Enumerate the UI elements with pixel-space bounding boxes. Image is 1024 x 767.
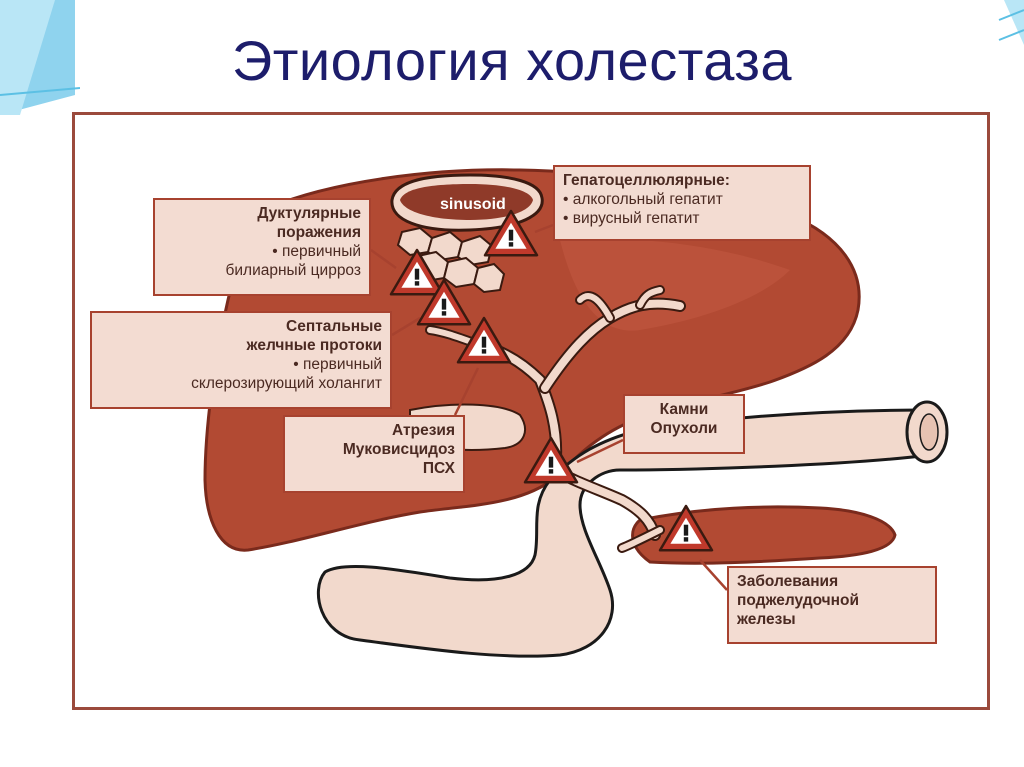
callout-ductular-heading: Дуктулярные <box>257 205 361 222</box>
callout-atresia-line: Муковисцидоз <box>342 441 455 458</box>
sinusoid-label: sinusoid <box>440 196 506 213</box>
intestine-lumen <box>919 413 939 451</box>
callout-pancreas: Заболевания поджелудочной железы <box>727 566 937 644</box>
leader-stones <box>576 438 624 464</box>
warning-triangle-icon <box>483 209 539 257</box>
callout-ductular-item: • первичный <box>272 243 361 260</box>
callout-septal-heading: желчные протоки <box>246 337 382 354</box>
intestine-tube <box>316 408 947 658</box>
callout-atresia: Атрезия Муковисцидоз ПСХ <box>283 415 465 493</box>
leader-septal <box>391 316 421 337</box>
warning-triangle-icon <box>416 278 472 326</box>
callout-atresia-line: ПСХ <box>422 460 455 477</box>
warning-triangle-icon <box>523 436 579 484</box>
warning-markers <box>389 209 714 552</box>
leader-hepatocellular <box>534 223 554 234</box>
callout-ductular-item: билиарный цирроз <box>225 262 361 279</box>
callout-ductular-heading: поражения <box>276 224 361 241</box>
callout-hepatocellular-heading: Гепатоцеллюлярные: <box>563 172 730 189</box>
callout-hepatocellular-item: • вирусный гепатит <box>563 210 700 227</box>
corner-decoration-left <box>0 0 80 115</box>
callout-pancreas-line: поджелудочной <box>737 592 860 609</box>
callout-leaders <box>370 223 728 591</box>
slide-title: Этиология холестаза <box>231 29 793 92</box>
callout-septal-item: склерозирующий холангит <box>191 375 382 392</box>
leader-ductular <box>370 248 397 270</box>
corner-decoration-right <box>998 0 1024 45</box>
callout-stones-line: Камни <box>659 401 709 418</box>
callout-ductular: Дуктулярные поражения • первичный билиар… <box>153 198 371 296</box>
leader-pancreas <box>699 559 728 591</box>
leader-atresia <box>453 367 480 416</box>
callout-pancreas-line: Заболевания <box>737 573 839 590</box>
callout-septal-heading: Септальные <box>286 318 382 335</box>
callout-stones-line: Опухоли <box>650 420 718 437</box>
callout-atresia-line: Атрезия <box>392 422 455 439</box>
callout-septal-item: • первичный <box>293 356 382 373</box>
callout-stones: Камни Опухоли <box>623 394 745 454</box>
callout-hepatocellular-item: • алкогольный гепатит <box>563 191 723 208</box>
callout-pancreas-line: железы <box>737 611 796 628</box>
callout-hepatocellular: Гепатоцеллюлярные: • алкогольный гепатит… <box>553 165 811 241</box>
warning-triangle-icon <box>389 248 445 296</box>
callout-septal: Септальные желчные протоки • первичный с… <box>90 311 392 409</box>
warning-triangle-icon <box>658 504 714 552</box>
warning-triangle-icon <box>456 316 512 364</box>
